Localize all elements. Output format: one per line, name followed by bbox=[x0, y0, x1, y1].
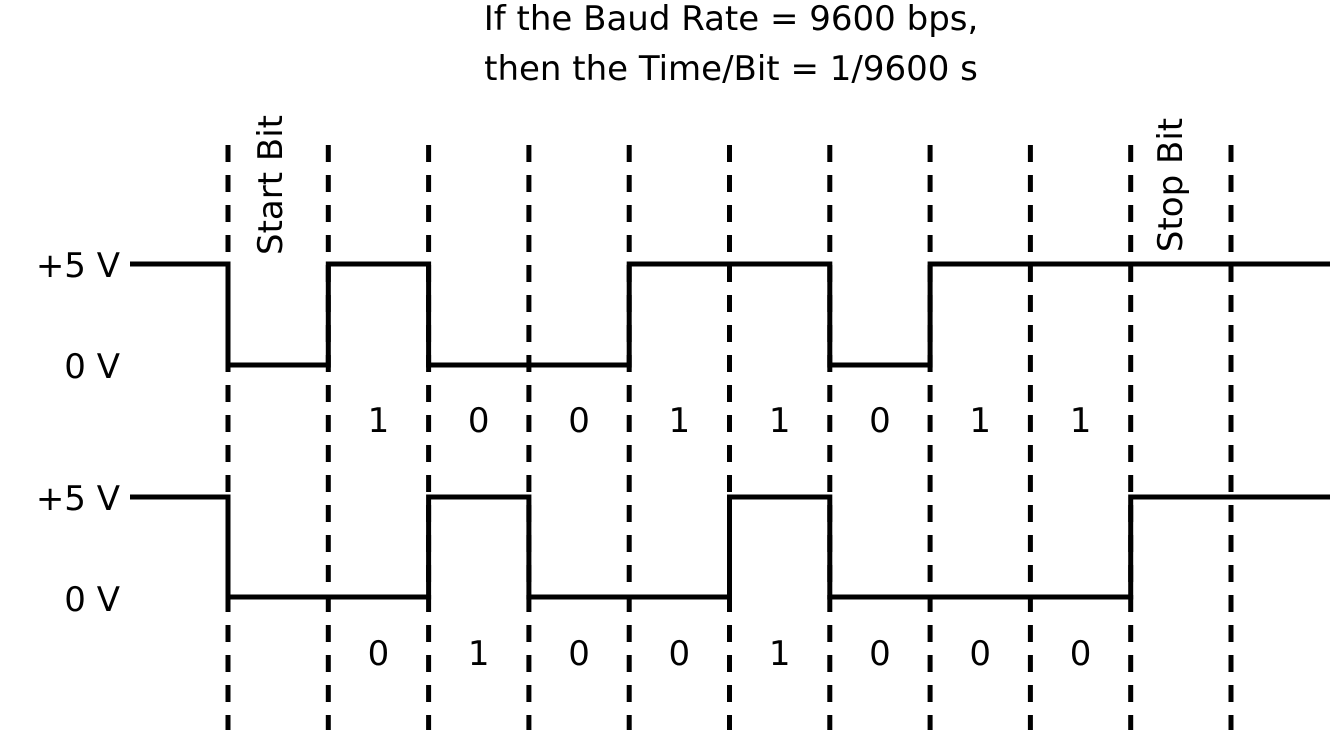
signal-bottom-waveform bbox=[130, 494, 1330, 600]
bit-value-top-4: 1 bbox=[769, 401, 791, 441]
bit-boundary-gridlines bbox=[225, 145, 1234, 730]
stop-bit-label: Stop Bit bbox=[1151, 118, 1191, 252]
bottom-bit-digit-row: 0 1 0 0 1 0 0 0 bbox=[368, 634, 1092, 674]
bit-value-bottom-3: 0 bbox=[669, 634, 691, 674]
top-axis-low-label: 0 V bbox=[64, 347, 120, 387]
bit-value-top-5: 0 bbox=[869, 401, 891, 441]
bit-value-top-7: 1 bbox=[1070, 401, 1092, 441]
bottom-axis-high-label: +5 V bbox=[36, 479, 120, 519]
bit-value-bottom-2: 0 bbox=[568, 634, 590, 674]
bit-value-top-6: 1 bbox=[969, 401, 991, 441]
top-bit-digit-row: 1 0 0 1 1 0 1 1 bbox=[368, 401, 1092, 441]
bit-value-top-2: 0 bbox=[568, 401, 590, 441]
bit-value-bottom-7: 0 bbox=[1070, 634, 1092, 674]
bit-value-top-1: 0 bbox=[468, 401, 490, 441]
bit-value-bottom-6: 0 bbox=[969, 634, 991, 674]
start-bit-label: Start Bit bbox=[251, 115, 291, 255]
bottom-axis-low-label: 0 V bbox=[64, 580, 120, 620]
bit-value-top-0: 1 bbox=[368, 401, 390, 441]
bit-value-bottom-1: 1 bbox=[468, 634, 490, 674]
signal-top-waveform bbox=[130, 261, 1330, 368]
bit-value-top-3: 1 bbox=[669, 401, 691, 441]
bit-value-bottom-4: 1 bbox=[769, 634, 791, 674]
title-line-1: If the Baud Rate = 9600 bps, bbox=[484, 0, 979, 39]
top-axis-high-label: +5 V bbox=[36, 246, 120, 286]
bit-value-bottom-5: 0 bbox=[869, 634, 891, 674]
title-line-2: then the Time/Bit = 1/9600 s bbox=[484, 49, 978, 89]
bit-value-bottom-0: 0 bbox=[368, 634, 390, 674]
waveform-traces bbox=[130, 261, 1330, 600]
